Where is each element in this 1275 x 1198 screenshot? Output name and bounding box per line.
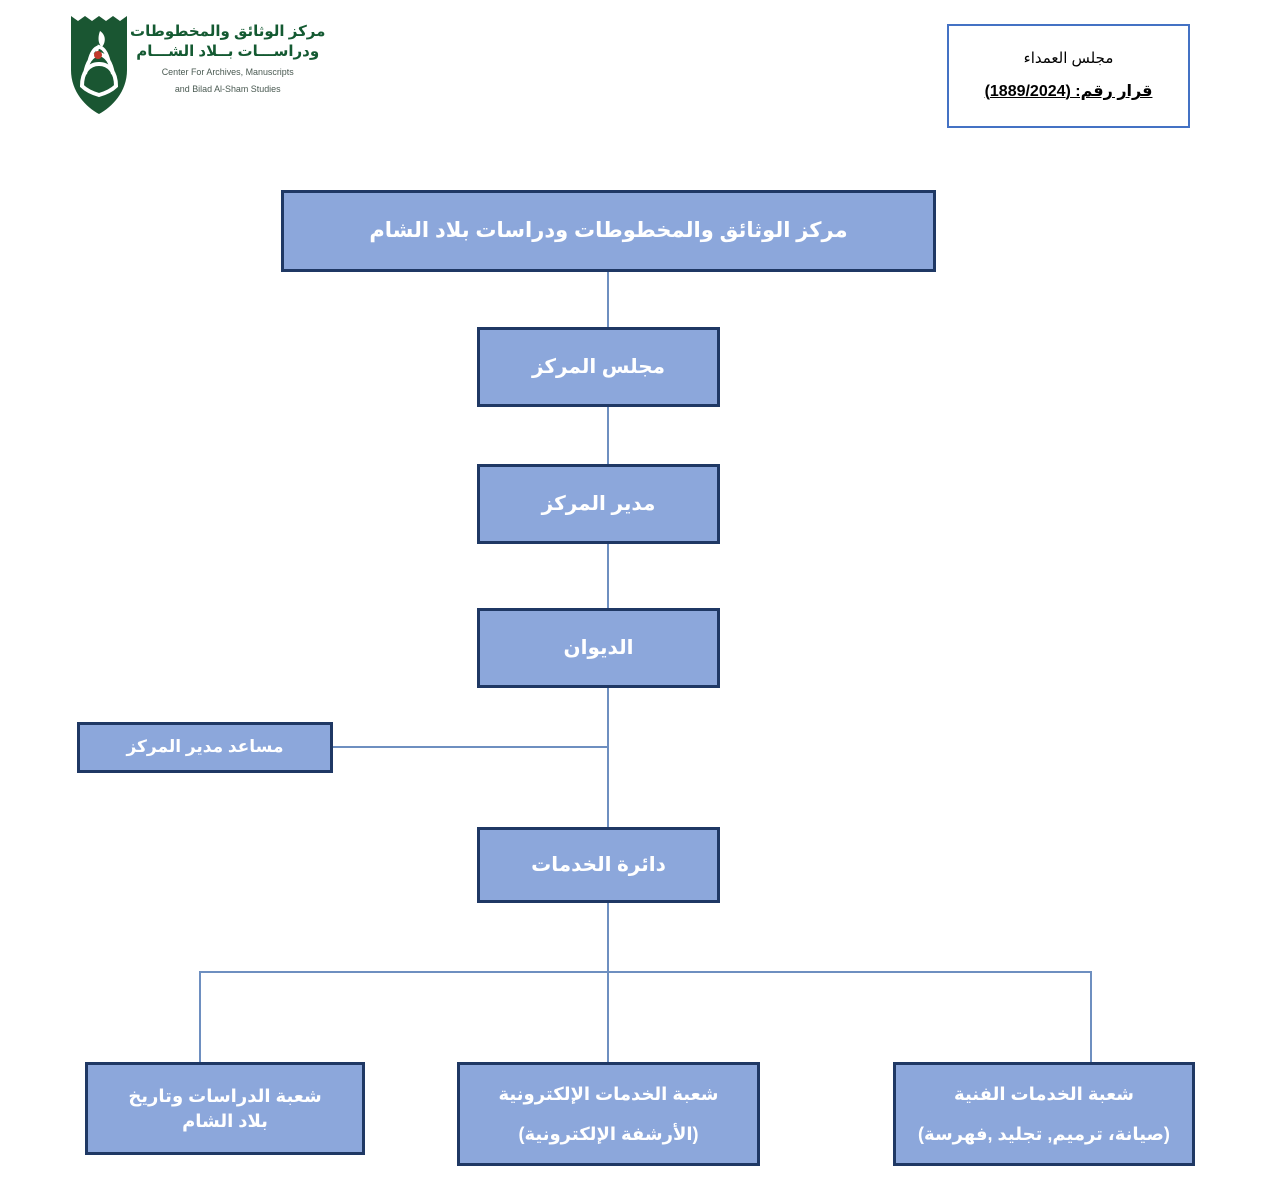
node-studies-label-line-2: بلاد الشام — [182, 1110, 268, 1131]
logo-english-line-1: Center For Archives, Manuscripts — [161, 66, 294, 78]
decision-reference-box: مجلس العمداء قرار رقم: (1889/2024) — [947, 24, 1190, 128]
connector-division-bus — [199, 971, 1092, 973]
connector-center-to-council — [607, 272, 609, 327]
node-technical-services-division: شعبة الخدمات الفنية (صيانة، ترميم, تجليد… — [893, 1062, 1195, 1166]
node-center-label: مركز الوثائق والمخطوطات ودراسات بلاد الش… — [369, 218, 848, 242]
node-technical-label-line-1: شعبة الخدمات الفنية — [954, 1083, 1134, 1104]
node-services-label: دائرة الخدمات — [531, 853, 666, 876]
node-diwan-label: الديوان — [563, 636, 634, 659]
node-electronic-services-division: شعبة الخدمات الإلكترونية (الأرشفة الإلكت… — [457, 1062, 760, 1166]
node-services-department: دائرة الخدمات — [477, 827, 720, 903]
connector-services-to-bus — [607, 903, 609, 973]
node-studies-division: شعبة الدراسات وتاريخ بلاد الشام — [85, 1062, 365, 1155]
connector-drop-electronic — [607, 971, 609, 1063]
decision-title: مجلس العمداء — [1023, 50, 1114, 68]
node-council-label: مجلس المركز — [531, 355, 666, 378]
logo-english-line-2: and Bilad Al-Sham Studies — [174, 83, 281, 95]
node-director-label: مدير المركز — [541, 492, 656, 515]
node-council: مجلس المركز — [477, 327, 720, 407]
connector-diwan-to-services — [607, 688, 609, 827]
node-technical-label-line-2: (صيانة، ترميم, تجليد ,فهرسة) — [918, 1124, 1170, 1144]
decision-number: قرار رقم: (1889/2024) — [984, 83, 1153, 101]
node-center: مركز الوثائق والمخطوطات ودراسات بلاد الش… — [281, 190, 936, 272]
logo-arabic-line-1: مركز الوثائق والمخطوطات — [130, 23, 326, 40]
node-electronic-label-line-2: (الأرشفة الإلكترونية) — [518, 1124, 699, 1144]
connector-council-to-director — [607, 407, 609, 464]
connector-drop-studies — [199, 971, 201, 1063]
shield-emblem-icon — [71, 16, 127, 114]
node-assistant-director: مساعد مدير المركز — [77, 722, 333, 773]
connector-drop-technical — [1090, 971, 1092, 1063]
node-assistant-label: مساعد مدير المركز — [126, 737, 284, 757]
logo-wordmark: مركز الوثائق والمخطوطات ودراســـات بــلا… — [130, 12, 326, 96]
node-electronic-label-line-1: شعبة الخدمات الإلكترونية — [498, 1083, 719, 1104]
connector-assistant-to-trunk — [333, 746, 608, 748]
logo-arabic-line-2: ودراســـات بــلاد الشـــام — [136, 42, 320, 60]
organization-logo: مركز الوثائق والمخطوطات ودراســـات بــلا… — [62, 12, 326, 122]
node-studies-label-line-1: شعبة الدراسات وتاريخ — [128, 1086, 322, 1107]
connector-director-to-diwan — [607, 544, 609, 608]
node-director: مدير المركز — [477, 464, 720, 544]
node-diwan: الديوان — [477, 608, 720, 688]
